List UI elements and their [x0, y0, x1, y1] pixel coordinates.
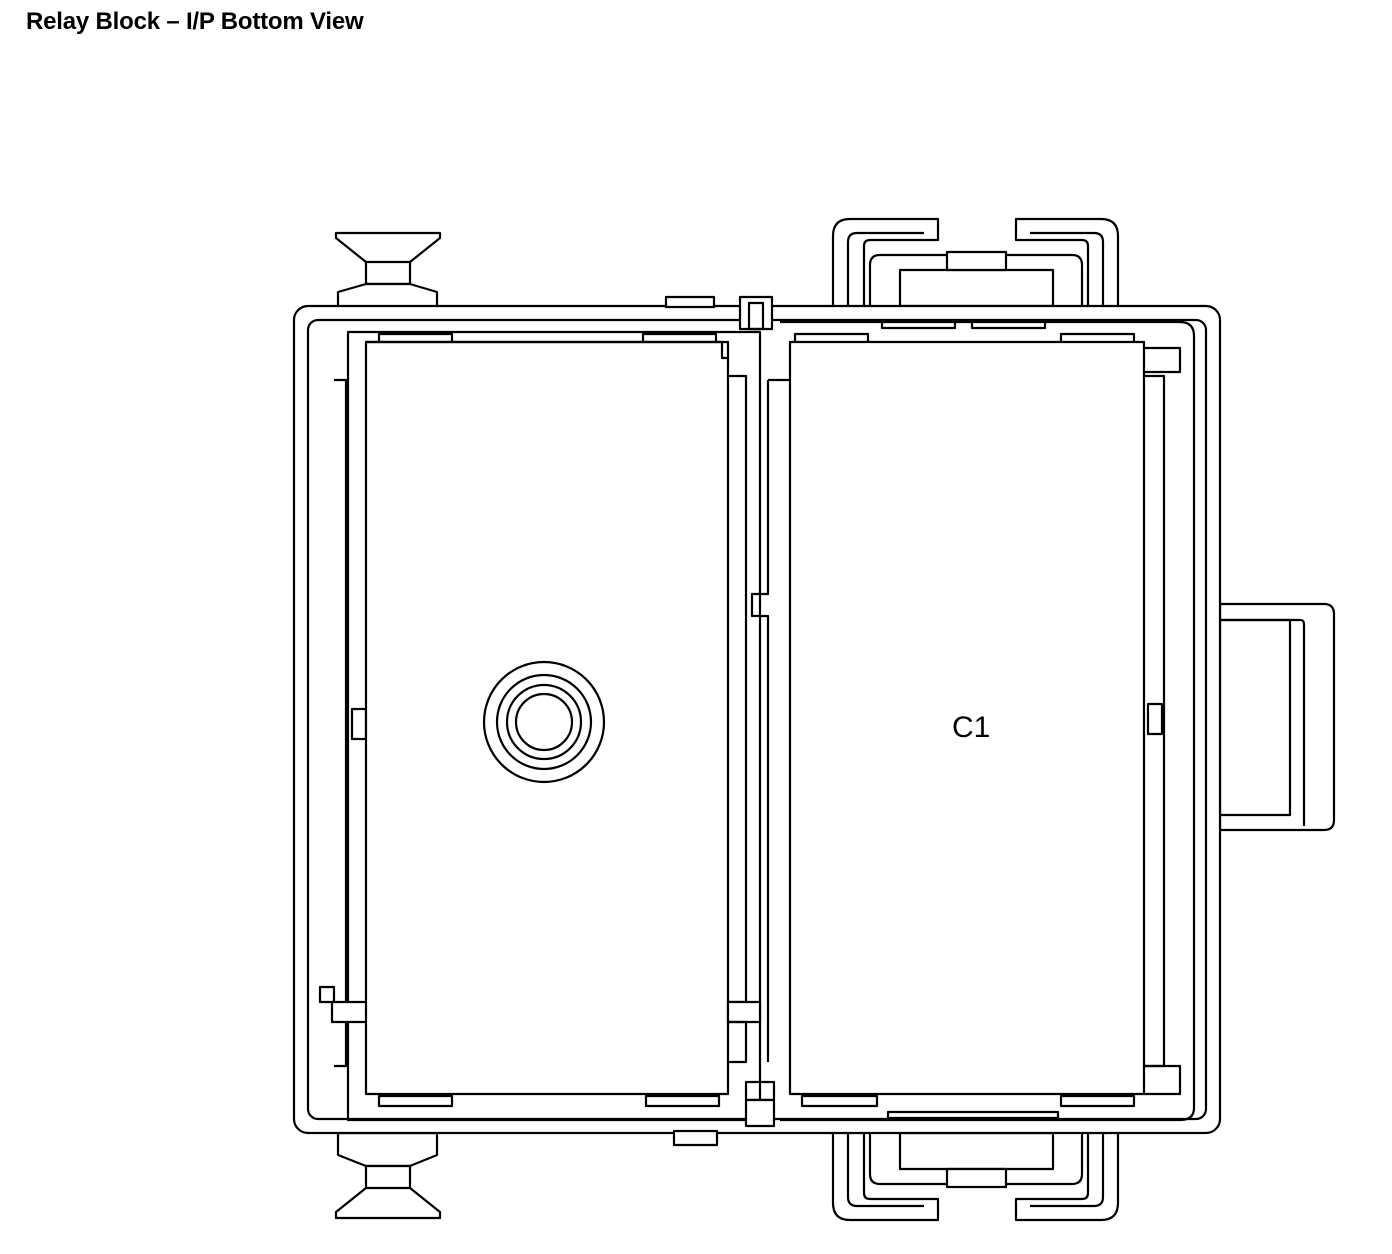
- round-terminal: [482, 660, 606, 784]
- connector-c1: C1: [788, 320, 1182, 1120]
- right-side-tab: [1218, 602, 1336, 832]
- center-divider: [744, 378, 790, 1128]
- top-right-latch: [831, 217, 1120, 308]
- connector-label-c1: C1: [952, 711, 990, 744]
- bottom-left-mounting-clip: [334, 1131, 442, 1220]
- bottom-right-latch: [831, 1131, 1120, 1222]
- top-left-mounting-clip: [334, 231, 442, 316]
- left-relay-cavity: [318, 332, 762, 1108]
- diagram-title: Relay Block – I/P Bottom View: [26, 8, 364, 35]
